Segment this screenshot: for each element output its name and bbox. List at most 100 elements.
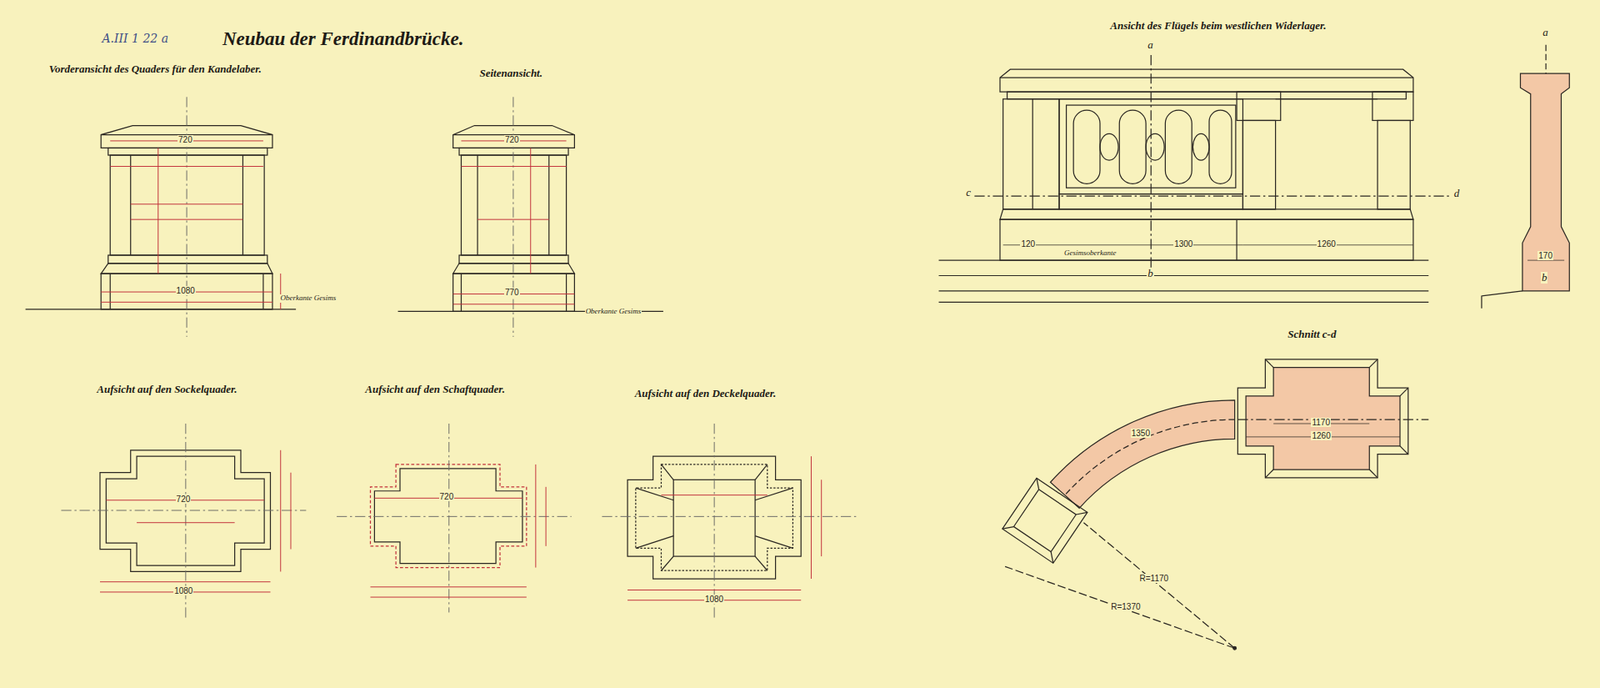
side-view-part [565,273,567,311]
dimension-lines-part [627,589,801,590]
section-cd-part-part [1002,477,1088,563]
wing-elevation-part [1100,133,1119,160]
centre-lines-part [448,423,450,612]
section-cd-part-part [1013,489,1076,552]
wing-elevation-part [939,290,1430,291]
dimension-lines-part [530,147,531,274]
centre-lines-part [601,515,857,517]
side-view-part [453,273,575,311]
view-heading: Vorderansicht des Quaders für den Kandel… [49,63,262,75]
dimension-lines-part [477,219,550,220]
plan-top-part [755,535,793,549]
centre-lines-part [714,423,715,618]
section-cd-part-part [1046,551,1059,564]
wing-elevation-part [1145,133,1165,160]
wing-section [1481,45,1570,309]
wing-section-part [1545,45,1546,74]
dimension-label: 720 [175,494,192,504]
dimension-lines-part [535,464,536,568]
section-letter: b [1146,267,1155,280]
wing-elevation-part [1165,110,1192,184]
section-cd-part [1065,419,1235,495]
section-cd-part [1245,367,1400,470]
wing-elevation-part [1275,98,1378,100]
dimension-label: R=1370 [1110,601,1141,611]
centre-lines-part [60,510,306,511]
section-cd-part [1237,418,1429,420]
plan-top-part [635,487,674,500]
section-cd-part [1400,387,1409,396]
plan-top-part [660,464,674,480]
dimension-lines-part [453,303,575,305]
plan-shaft-part [374,468,523,564]
wing-elevation-part [1003,99,1060,210]
section-cd-part [1233,645,1237,650]
dimension-lines-part [370,596,526,598]
wing-elevation-part [939,260,1430,261]
archive-number: A.III 1 22 a [101,32,169,45]
section-cd-part [1050,400,1235,509]
plan-base [100,450,270,572]
wing-elevation-part [1150,55,1152,268]
wing-elevation-part [1119,110,1146,184]
level-note: Oberkante Gesims [585,307,643,316]
section-cd-part [1369,469,1378,478]
centre-lines-part [512,96,514,337]
wing-elevation-part [1192,133,1210,160]
side-view-part [460,155,566,255]
dimension-lines-part [157,147,159,274]
wing-elevation-part [1000,209,1414,220]
front-view-part [25,308,296,310]
dimension-label: 720 [504,135,520,145]
dimension-label: 720 [177,135,194,145]
plan-top-part [635,535,674,549]
section-cd-part [1265,359,1274,368]
view-heading: Aufsicht auf den Deckelquader. [635,387,777,400]
front-view-part [108,255,268,264]
plan-top-part [755,464,768,480]
dimension-label: 1080 [173,585,194,595]
section-cd-part-part [1002,521,1015,534]
wing-section-part [1520,73,1570,291]
front-view [25,125,296,310]
section-letter: c [965,186,972,199]
section-cd [1002,359,1429,650]
section-cd-part [1400,445,1409,455]
wing-elevation-part [1000,219,1414,260]
centre-lines-part [336,515,572,517]
front-view-part [108,147,268,155]
dimension-lines-part [460,165,566,167]
level-note: Oberkante Gesims [280,294,338,303]
dimension-label: 170 [1537,250,1554,260]
dimension-lines-part [130,219,244,220]
view-heading: Seitenansicht. [480,67,544,80]
dimension-label: 1080 [704,594,725,604]
side-view-part [460,273,462,311]
section-letter: d [1453,187,1461,200]
plan-shaft [370,464,526,568]
wing-elevation-part [1000,69,1414,92]
dimension-label: 1080 [175,285,196,295]
dimension-lines-part [136,521,235,523]
front-view-part [130,155,131,255]
dimension-label: 120 [1020,239,1036,249]
centre-lines [60,96,857,617]
section-cd-part [1002,477,1088,563]
centre-lines-part [186,96,188,337]
dimension-label: 1350 [1130,428,1151,438]
section-letter: b [1540,271,1549,284]
section-cd-part-part [1075,507,1088,520]
dimension-lines-dark-part [1059,244,1243,245]
wing-elevation [939,55,1450,302]
plan-top-part [660,555,674,570]
section-cd-part [1005,565,1235,648]
wing-elevation-part [1235,219,1237,260]
view-heading: Ansicht des Flügels beim westlichen Wide… [1110,20,1326,32]
drawing-title: Neubau der Ferdinandbrücke. [222,28,464,50]
plan-top-part [755,487,793,500]
side-view-part [548,155,550,255]
dimension-lines-part [810,455,812,579]
view-heading: Schnitt c-d [1287,328,1336,340]
